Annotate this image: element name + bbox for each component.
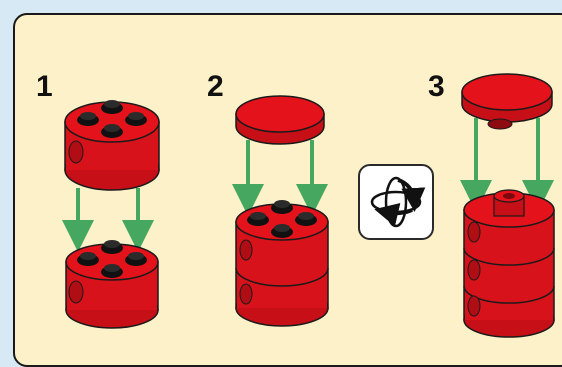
step-number-2: 2 [207,70,224,103]
step1-bottom-brick [65,240,159,329]
step-number-1: 1 [36,70,53,103]
step-number-3: 3 [428,70,445,103]
step2-round-tile [235,95,325,145]
step2-brick-stack [235,200,329,327]
instruction-illustration [62,73,555,338]
rotate-model-callout [358,164,434,240]
step1-top-brick [64,100,160,191]
rotate-model-icon [370,176,426,228]
step3-round-tile [461,73,553,130]
step3-brick-stack [463,189,555,338]
